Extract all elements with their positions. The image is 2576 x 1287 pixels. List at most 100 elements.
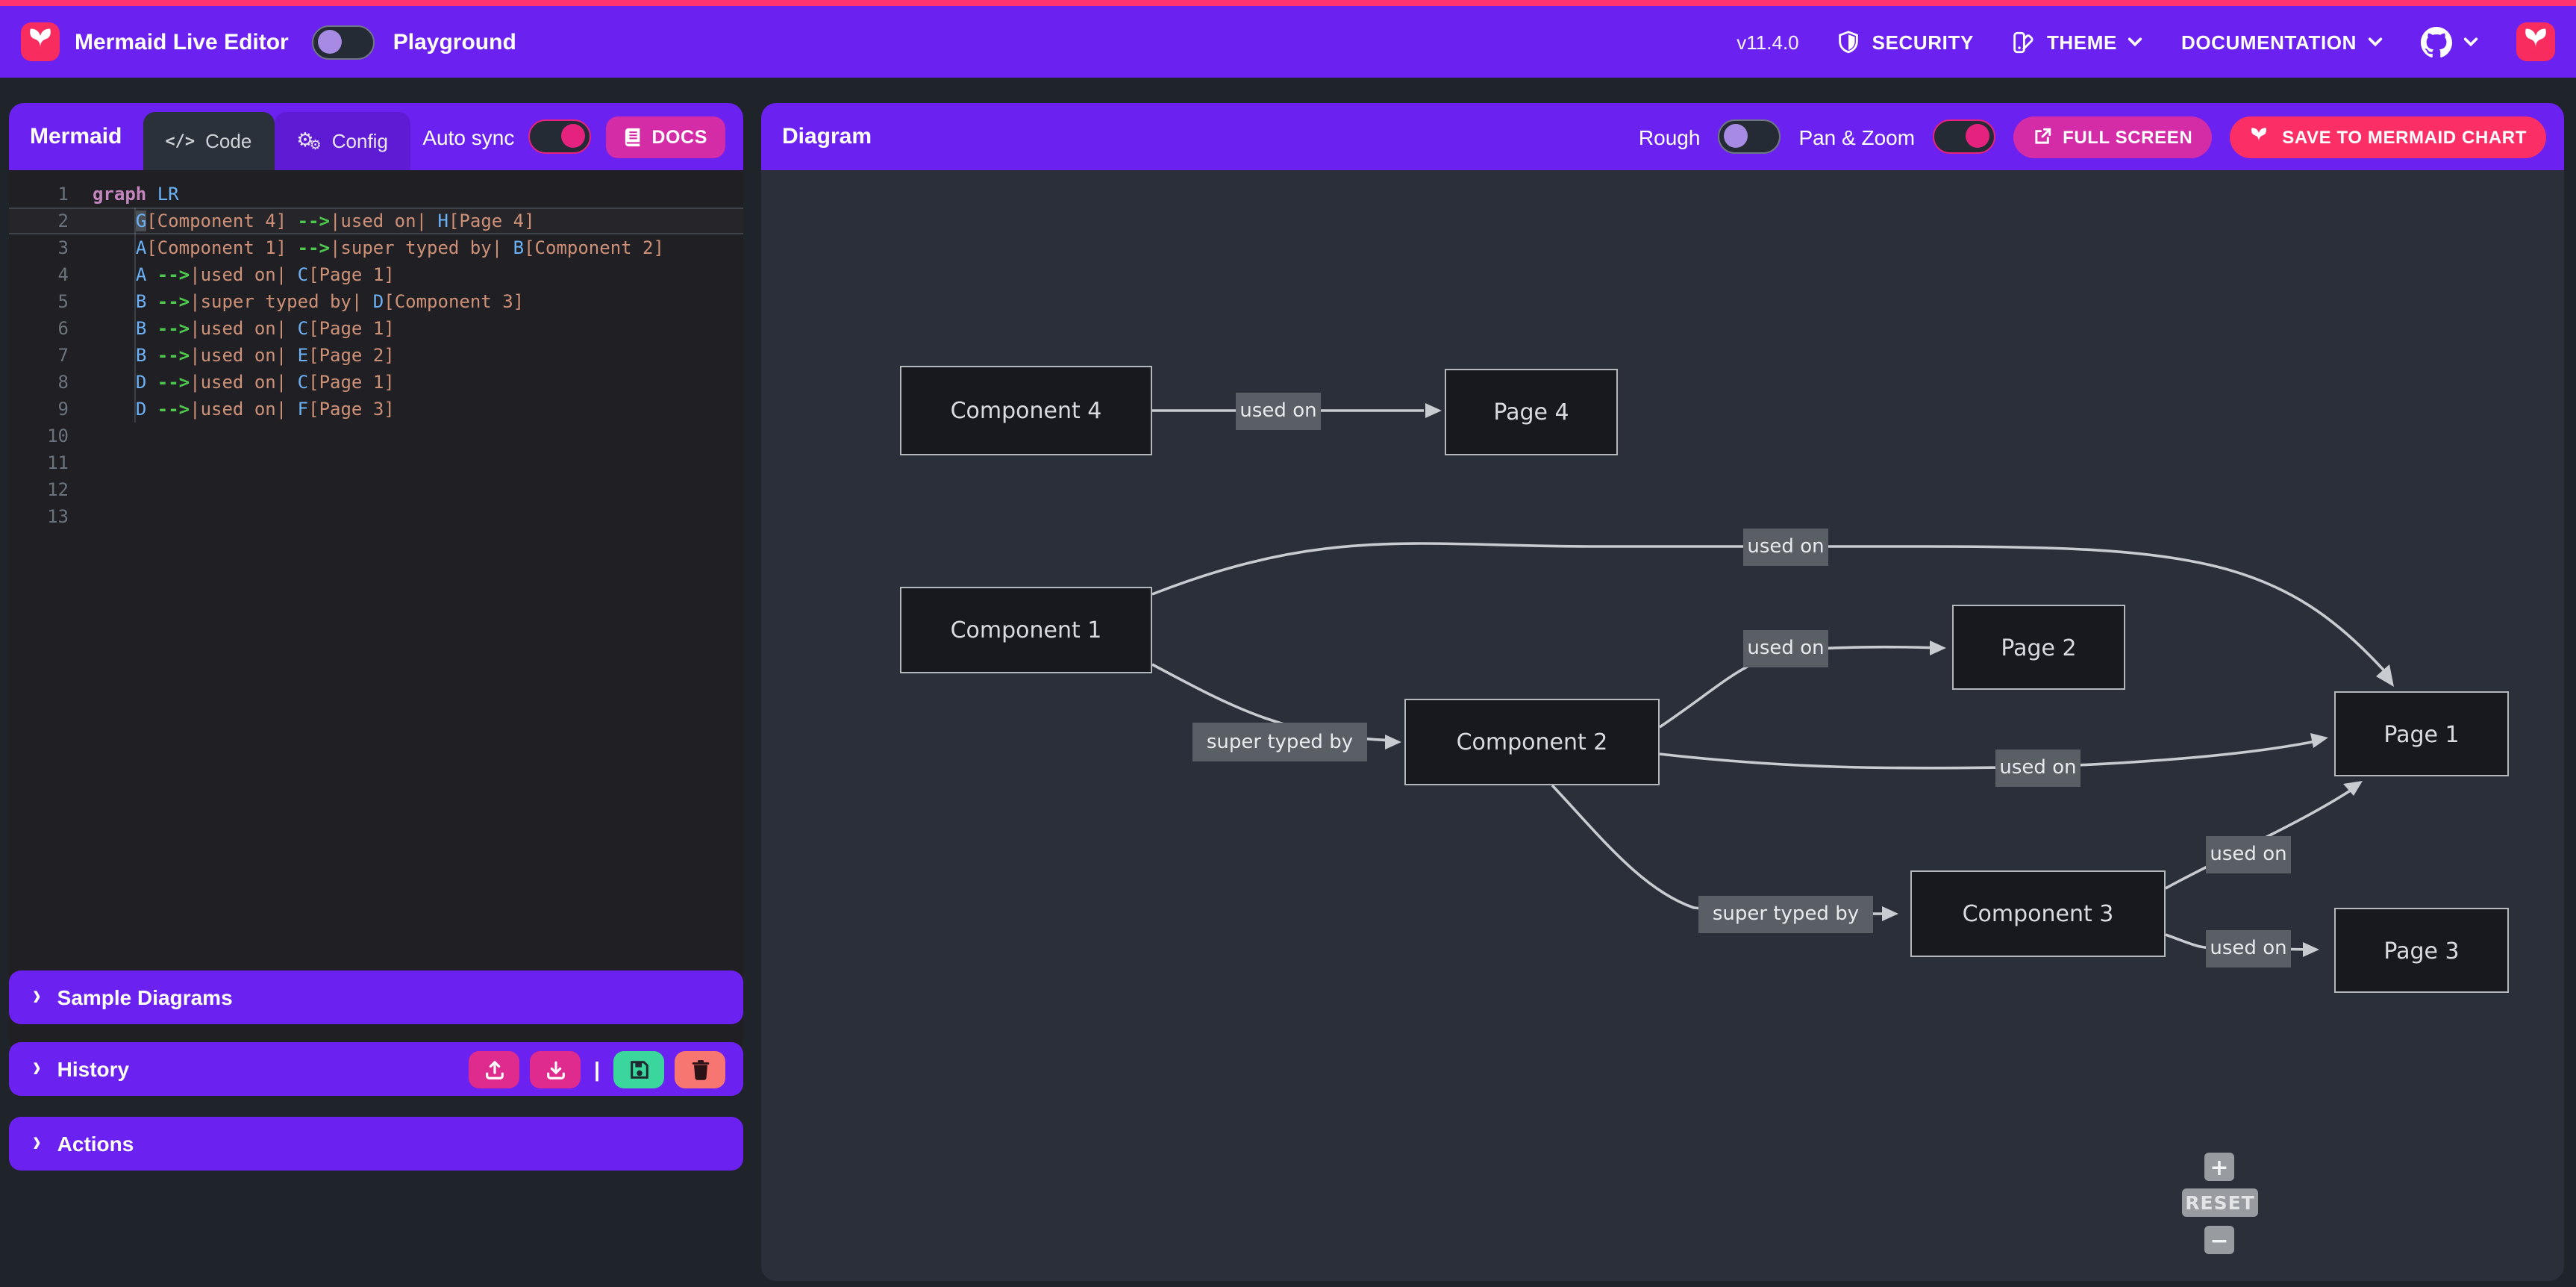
save-to-mermaid-chart-button[interactable]: SAVE TO MERMAID CHART [2230, 116, 2546, 158]
mermaid-chart-icon [2522, 25, 2549, 59]
save-to-mermaid-chart-label: SAVE TO MERMAID CHART [2282, 126, 2527, 147]
mermaid-chart-link[interactable] [2516, 22, 2555, 61]
code-line: 6 B -->|used on| C[Page 1] [9, 315, 743, 342]
nav-security-label: SECURITY [1872, 31, 1974, 53]
nav-theme[interactable]: THEME [2011, 29, 2144, 54]
docs-button[interactable]: DOCS [605, 116, 725, 158]
full-screen-button[interactable]: FULL SCREEN [2013, 116, 2213, 158]
theme-swatch-icon [2014, 31, 2034, 53]
edge-label: used on [1236, 393, 1321, 430]
actions-label: Actions [57, 1132, 134, 1156]
line-number: 2 [57, 211, 69, 231]
github-icon [2421, 26, 2452, 57]
trash-icon [691, 1059, 709, 1079]
chevron-down-icon [2463, 37, 2478, 47]
code-icon: </> [165, 131, 196, 151]
diagram-node-component-1: Component 1 [900, 587, 1152, 673]
history-download-button[interactable] [530, 1050, 581, 1088]
code-line: 3 A[Component 1] -->|super typed by| B[C… [9, 234, 743, 261]
line-number: 6 [57, 318, 69, 339]
history-buttons-divider: | [594, 1057, 600, 1081]
line-number: 9 [57, 399, 69, 420]
tab-config[interactable]: ⚙⚙ Config [274, 112, 410, 170]
actions-bar[interactable]: › Actions [9, 1117, 743, 1171]
line-number: 11 [47, 452, 69, 473]
history-buttons: | [469, 1050, 725, 1088]
history-delete-button[interactable] [675, 1050, 725, 1088]
line-number: 3 [57, 237, 69, 258]
pan-zoom-toggle[interactable] [1933, 119, 1996, 154]
diagram-edges [1151, 403, 2394, 957]
zoom-reset-button[interactable]: RESET [2182, 1188, 2258, 1217]
line-number: 10 [47, 426, 69, 446]
chevron-right-icon: › [33, 980, 41, 1013]
rough-toggle[interactable] [1718, 119, 1781, 154]
toggle-knob [318, 29, 343, 53]
history-bar[interactable]: › History | [9, 1042, 743, 1096]
diagram-node-component-4: Component 4 [900, 366, 1152, 455]
diagram-panel: Diagram Rough Pan & Zoom FULL SCREEN SAV… [761, 103, 2564, 1281]
line-number: 7 [57, 345, 69, 366]
code-line: 7 B -->|used on| E[Page 2] [9, 342, 743, 369]
nav-github[interactable] [2421, 26, 2479, 57]
edge-label: used on [1743, 630, 1828, 667]
line-number: 4 [57, 264, 69, 285]
editor-panel: Mermaid </> Code ⚙⚙ Config Auto sync DOC… [9, 103, 743, 1053]
pan-zoom-label: Pan & Zoom [1798, 125, 1916, 149]
toggle-knob [1724, 124, 1748, 148]
playground-toggle[interactable] [312, 25, 375, 59]
history-label: History [57, 1057, 130, 1081]
editor-panel-header: Mermaid </> Code ⚙⚙ Config Auto sync DOC… [9, 103, 743, 170]
download-icon [546, 1060, 565, 1079]
nav-theme-label: THEME [2046, 31, 2117, 53]
playground-label: Playground [393, 29, 516, 54]
gear-icon: ⚙⚙ [296, 128, 322, 152]
mermaid-icon [2249, 125, 2272, 148]
nav-documentation[interactable]: DOCUMENTATION [2181, 31, 2383, 53]
version-label: v11.4.0 [1736, 31, 1799, 53]
history-upload-button[interactable] [469, 1050, 520, 1088]
diagram-node-page-2: Page 2 [1952, 605, 2125, 690]
edge-label: used on [1743, 529, 1828, 566]
auto-sync-toggle[interactable] [528, 119, 591, 154]
book-icon [625, 127, 640, 146]
history-save-button[interactable] [613, 1050, 664, 1088]
indent-guide [134, 208, 136, 423]
chevron-right-icon: › [33, 1126, 41, 1159]
edge-label: used on [2206, 930, 2291, 967]
code-line: 12 [9, 476, 743, 503]
rough-label: Rough [1638, 125, 1701, 149]
diagram-node-page-4: Page 4 [1445, 369, 1618, 455]
diagram-node-page-1: Page 1 [2334, 691, 2509, 776]
mermaid-icon [27, 25, 54, 59]
app-header: Mermaid Live Editor Playground v11.4.0 S… [0, 6, 2576, 78]
code-line: 9 D -->|used on| F[Page 3] [9, 396, 743, 423]
toggle-knob [1966, 124, 1990, 148]
code-line: 4 A -->|used on| C[Page 1] [9, 261, 743, 288]
code-line: 8 D -->|used on| C[Page 1] [9, 369, 743, 396]
nav-documentation-label: DOCUMENTATION [2180, 31, 2357, 53]
upload-icon [485, 1059, 504, 1079]
save-icon [630, 1060, 648, 1078]
auto-sync-label: Auto sync [422, 125, 515, 149]
sample-diagrams-bar[interactable]: › Sample Diagrams [9, 970, 743, 1024]
mermaid-logo[interactable] [21, 22, 60, 61]
edge-label: super typed by [1192, 723, 1367, 761]
nav-security[interactable]: SECURITY [1836, 29, 1974, 54]
diagram-panel-title: Diagram [782, 124, 872, 149]
line-number: 5 [57, 291, 69, 312]
code-line: 13 [9, 503, 743, 530]
tab-code-label: Code [205, 130, 252, 152]
tab-code[interactable]: </> Code [143, 112, 275, 170]
edge-label: used on [1995, 750, 2081, 787]
zoom-out-button[interactable]: − [2204, 1226, 2234, 1254]
tab-config-label: Config [331, 130, 388, 152]
toggle-knob [560, 124, 585, 148]
line-number: 1 [57, 184, 69, 205]
diagram-node-page-3: Page 3 [2334, 908, 2509, 993]
zoom-in-button[interactable]: + [2204, 1153, 2234, 1181]
